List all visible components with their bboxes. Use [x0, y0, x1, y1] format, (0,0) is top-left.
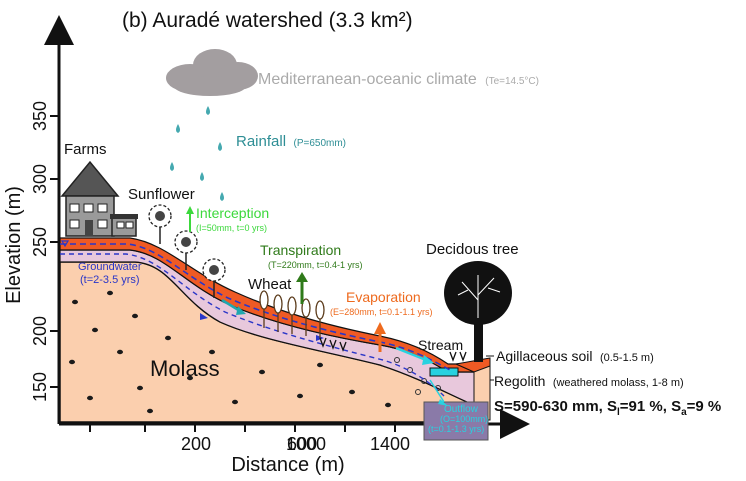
y-tick-350: 350: [30, 101, 50, 131]
cloud-icon: [166, 49, 258, 96]
sunflower-label: Sunflower: [128, 186, 195, 203]
outflow-label: Outflow: [444, 404, 479, 415]
climate-label: Mediterranean-oceanic climate (Te=14.5°C…: [258, 71, 539, 88]
groundwater-table: [60, 243, 451, 371]
soil-layer-label: Agillaceous soil (0.5-1.5 m): [496, 348, 654, 365]
rainfall-label: Rainfall (P=650mm): [236, 133, 346, 150]
transpiration-label: Transpiration: [260, 242, 341, 258]
interception-label: Interception: [196, 205, 269, 221]
storage-summary: S=590-630 mm, Sl=91 %, Sa=9 %: [494, 398, 721, 418]
y-tick-250: 250: [30, 227, 50, 257]
y-tick-150: 150: [30, 372, 50, 402]
x-tick-1000: 1000: [286, 434, 326, 454]
groundwater-flow: [60, 253, 445, 397]
x-axis: 200 600 1000 1400 Distance (m): [59, 409, 530, 476]
outflow-detail-2: (t=0.1-1.3 yrs): [428, 424, 484, 434]
y-axis: 150 200 250 300 350 Elevation (m): [3, 15, 74, 424]
interception-detail: (I=50mm, t=0 yrs): [196, 223, 267, 233]
groundwater-detail: (t=2-3.5 yrs): [80, 274, 140, 286]
molass-pebbles: [69, 290, 391, 414]
diagram-title: (b) Auradé watershed (3.3 km²): [122, 9, 413, 32]
stream-label: Stream: [418, 337, 463, 353]
stream-channel: [429, 367, 459, 377]
molass-label: Molass: [150, 356, 220, 381]
outflow-detail-1: (O=100mm): [440, 414, 488, 424]
stream-arrow: [395, 346, 427, 362]
transpiration-detail: (T=220mm, t=0.4-1 yrs): [268, 260, 363, 270]
rain-drops: [170, 106, 224, 201]
regolith-layer-label: Regolith (weathered molass, 1-8 m): [494, 373, 684, 390]
evaporation-detail: (E=280mm, t=0.1-1.1 yrs): [330, 307, 433, 317]
x-tick-600: 600: [287, 434, 317, 454]
y-axis-label: Elevation (m): [3, 186, 25, 304]
farm-house: [60, 160, 138, 237]
x-tick-200: 200: [181, 434, 211, 454]
wheat-label: Wheat: [248, 276, 292, 293]
farms-label: Farms: [64, 141, 107, 158]
sunflower-plants: [148, 204, 226, 298]
tree-label: Decidous tree: [426, 241, 519, 258]
deciduous-tree: [444, 261, 512, 362]
groundwater-label: Groundwater: [78, 261, 142, 273]
ground-ticks: [319, 337, 467, 362]
outflow-box: [423, 401, 489, 441]
y-tick-300: 300: [30, 164, 50, 194]
y-tick-200: 200: [30, 316, 50, 346]
x-tick-1400: 1400: [370, 434, 410, 454]
x-axis-label: Distance (m): [231, 454, 344, 476]
wheat-plants: [259, 290, 325, 338]
evaporation-label: Evaporation: [346, 289, 421, 305]
runoff-arrow: [221, 298, 241, 313]
